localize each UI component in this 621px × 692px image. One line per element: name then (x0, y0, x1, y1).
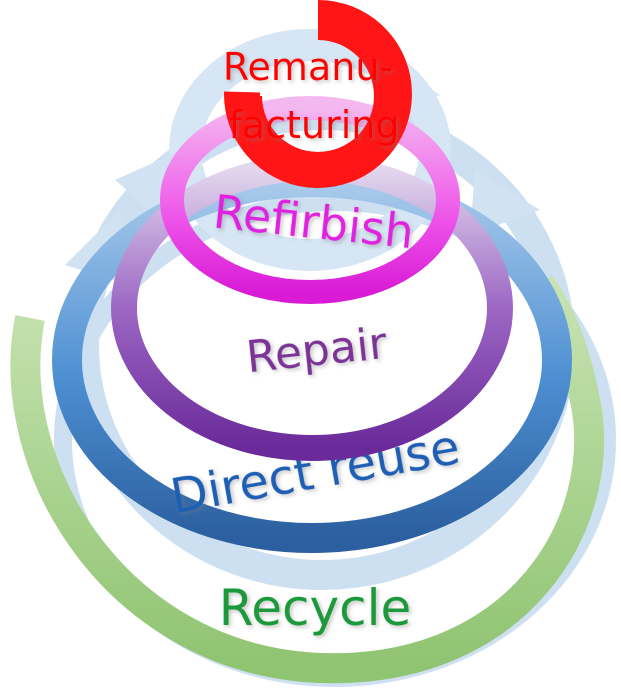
remanufacturing-label-line2: facturing (229, 103, 400, 147)
refirbish-arc (160, 96, 460, 304)
repair-label: Repair (244, 318, 390, 384)
remanufacturing-arc-body (223, 0, 412, 188)
ring-remanufacturing: Remanu- facturing (223, 0, 412, 188)
recycle-arc (10, 275, 604, 684)
remanufacturing-arc (238, 18, 395, 174)
recycle-label: Recycle (219, 579, 411, 637)
ring-recycle: Recycle (10, 275, 604, 684)
remanufacturing-label-line1: Remanu- (223, 45, 393, 89)
